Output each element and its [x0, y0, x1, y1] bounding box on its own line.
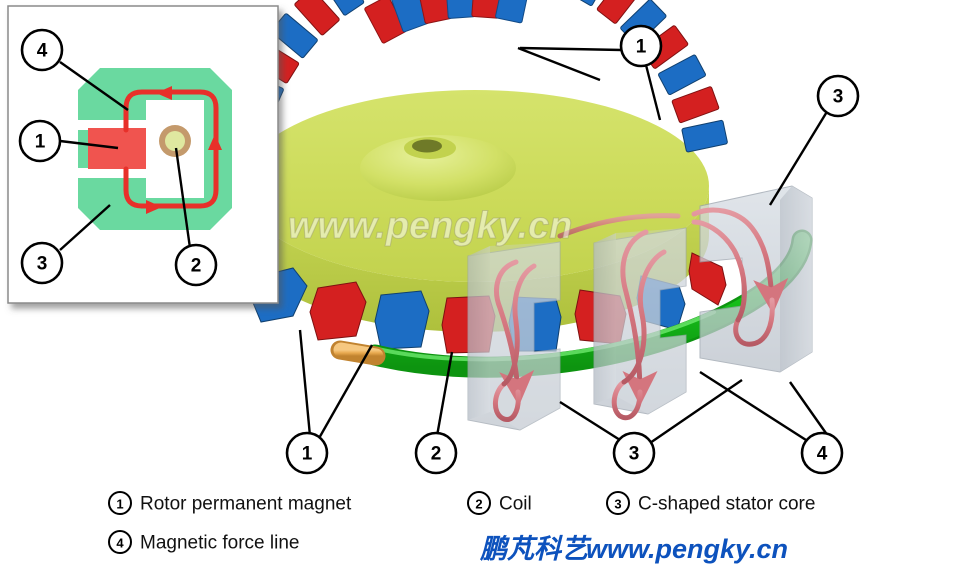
inset-leader-lines [59, 61, 192, 251]
callout-3-top-label: 3 [833, 87, 844, 108]
callout-4-bottom[interactable] [800, 431, 844, 475]
inset-callout-2-label: 2 [191, 256, 202, 277]
legend: 1 Rotor permanent magnet 2 Coil 3 C-shap… [108, 491, 815, 554]
rotor-assembly: www.pengky.cn [219, 0, 813, 431]
inset-callout-4[interactable] [20, 28, 64, 72]
legend-text-3: C-shaped stator core [638, 494, 815, 515]
rotor-hub-cone [360, 135, 516, 201]
legend-text-4: Magnetic force line [140, 533, 299, 554]
callout-4-bottom-label: 4 [817, 444, 828, 465]
legend-marker-4 [108, 530, 132, 554]
flux-loop-right-up [691, 207, 789, 314]
legend-item-4: 4 Magnetic force line [108, 530, 299, 554]
brand-url: www.pengky.cn [586, 534, 788, 564]
legend-marker-1 [108, 491, 132, 515]
inset-airgap-lower [78, 168, 146, 178]
callout-2-bottom[interactable] [414, 431, 458, 475]
leader-lines-main [298, 46, 830, 444]
legend-marker-2 [467, 491, 491, 515]
rotor-magnets-back [364, 0, 531, 44]
stator-core-middle [593, 227, 687, 415]
legend-item-1: 1 Rotor permanent magnet [108, 491, 352, 515]
stator-core-left [467, 241, 561, 431]
legend-marker-1-label: 1 [116, 497, 123, 512]
callout-1-bottom[interactable] [285, 431, 329, 475]
watermark-text: www.pengky.cn [288, 205, 572, 247]
inset-coil-core [165, 131, 185, 151]
legend-item-3: 3 C-shaped stator core [606, 491, 815, 515]
legend-marker-3 [606, 491, 630, 515]
legend-text-1: Rotor permanent magnet [140, 494, 352, 515]
legend-item-2: 2 Coil [467, 491, 532, 515]
callout-1-top-label: 1 [636, 37, 647, 58]
legend-text-2: Coil [499, 494, 532, 515]
callout-3-bottom-label: 3 [629, 444, 640, 465]
callout-1-top[interactable] [619, 24, 663, 68]
brand-line: 鹏芃科艺 www.pengky.cn [479, 534, 788, 564]
legend-marker-4-label: 4 [116, 536, 124, 551]
callout-markers-main: 1 3 1 2 3 4 [285, 24, 860, 475]
inset-callout-1-label: 1 [35, 132, 46, 153]
inset-callout-4-label: 4 [37, 41, 48, 62]
inset-callout-2[interactable] [174, 243, 218, 287]
inset-callout-3-label: 3 [37, 254, 48, 275]
callout-2-bottom-label: 2 [431, 444, 442, 465]
callout-3-top[interactable] [816, 74, 860, 118]
brand-chinese: 鹏芃科艺 [479, 534, 592, 564]
callout-1-bottom-label: 1 [302, 444, 313, 465]
inset-airgap-upper [78, 120, 146, 130]
callout-3-bottom[interactable] [612, 431, 656, 475]
inset-detail-panel: 4 1 3 2 [7, 5, 279, 304]
rotor-shaft-bore [412, 139, 442, 153]
magnetic-flux-lines [493, 207, 789, 422]
inset-flux-arrows [146, 86, 222, 214]
inset-callout-markers: 4 1 3 2 [18, 28, 218, 287]
legend-marker-2-label: 2 [475, 497, 482, 512]
inset-callout-3[interactable] [20, 241, 64, 285]
legend-marker-3-label: 3 [614, 497, 621, 512]
inset-callout-1[interactable] [18, 119, 62, 163]
